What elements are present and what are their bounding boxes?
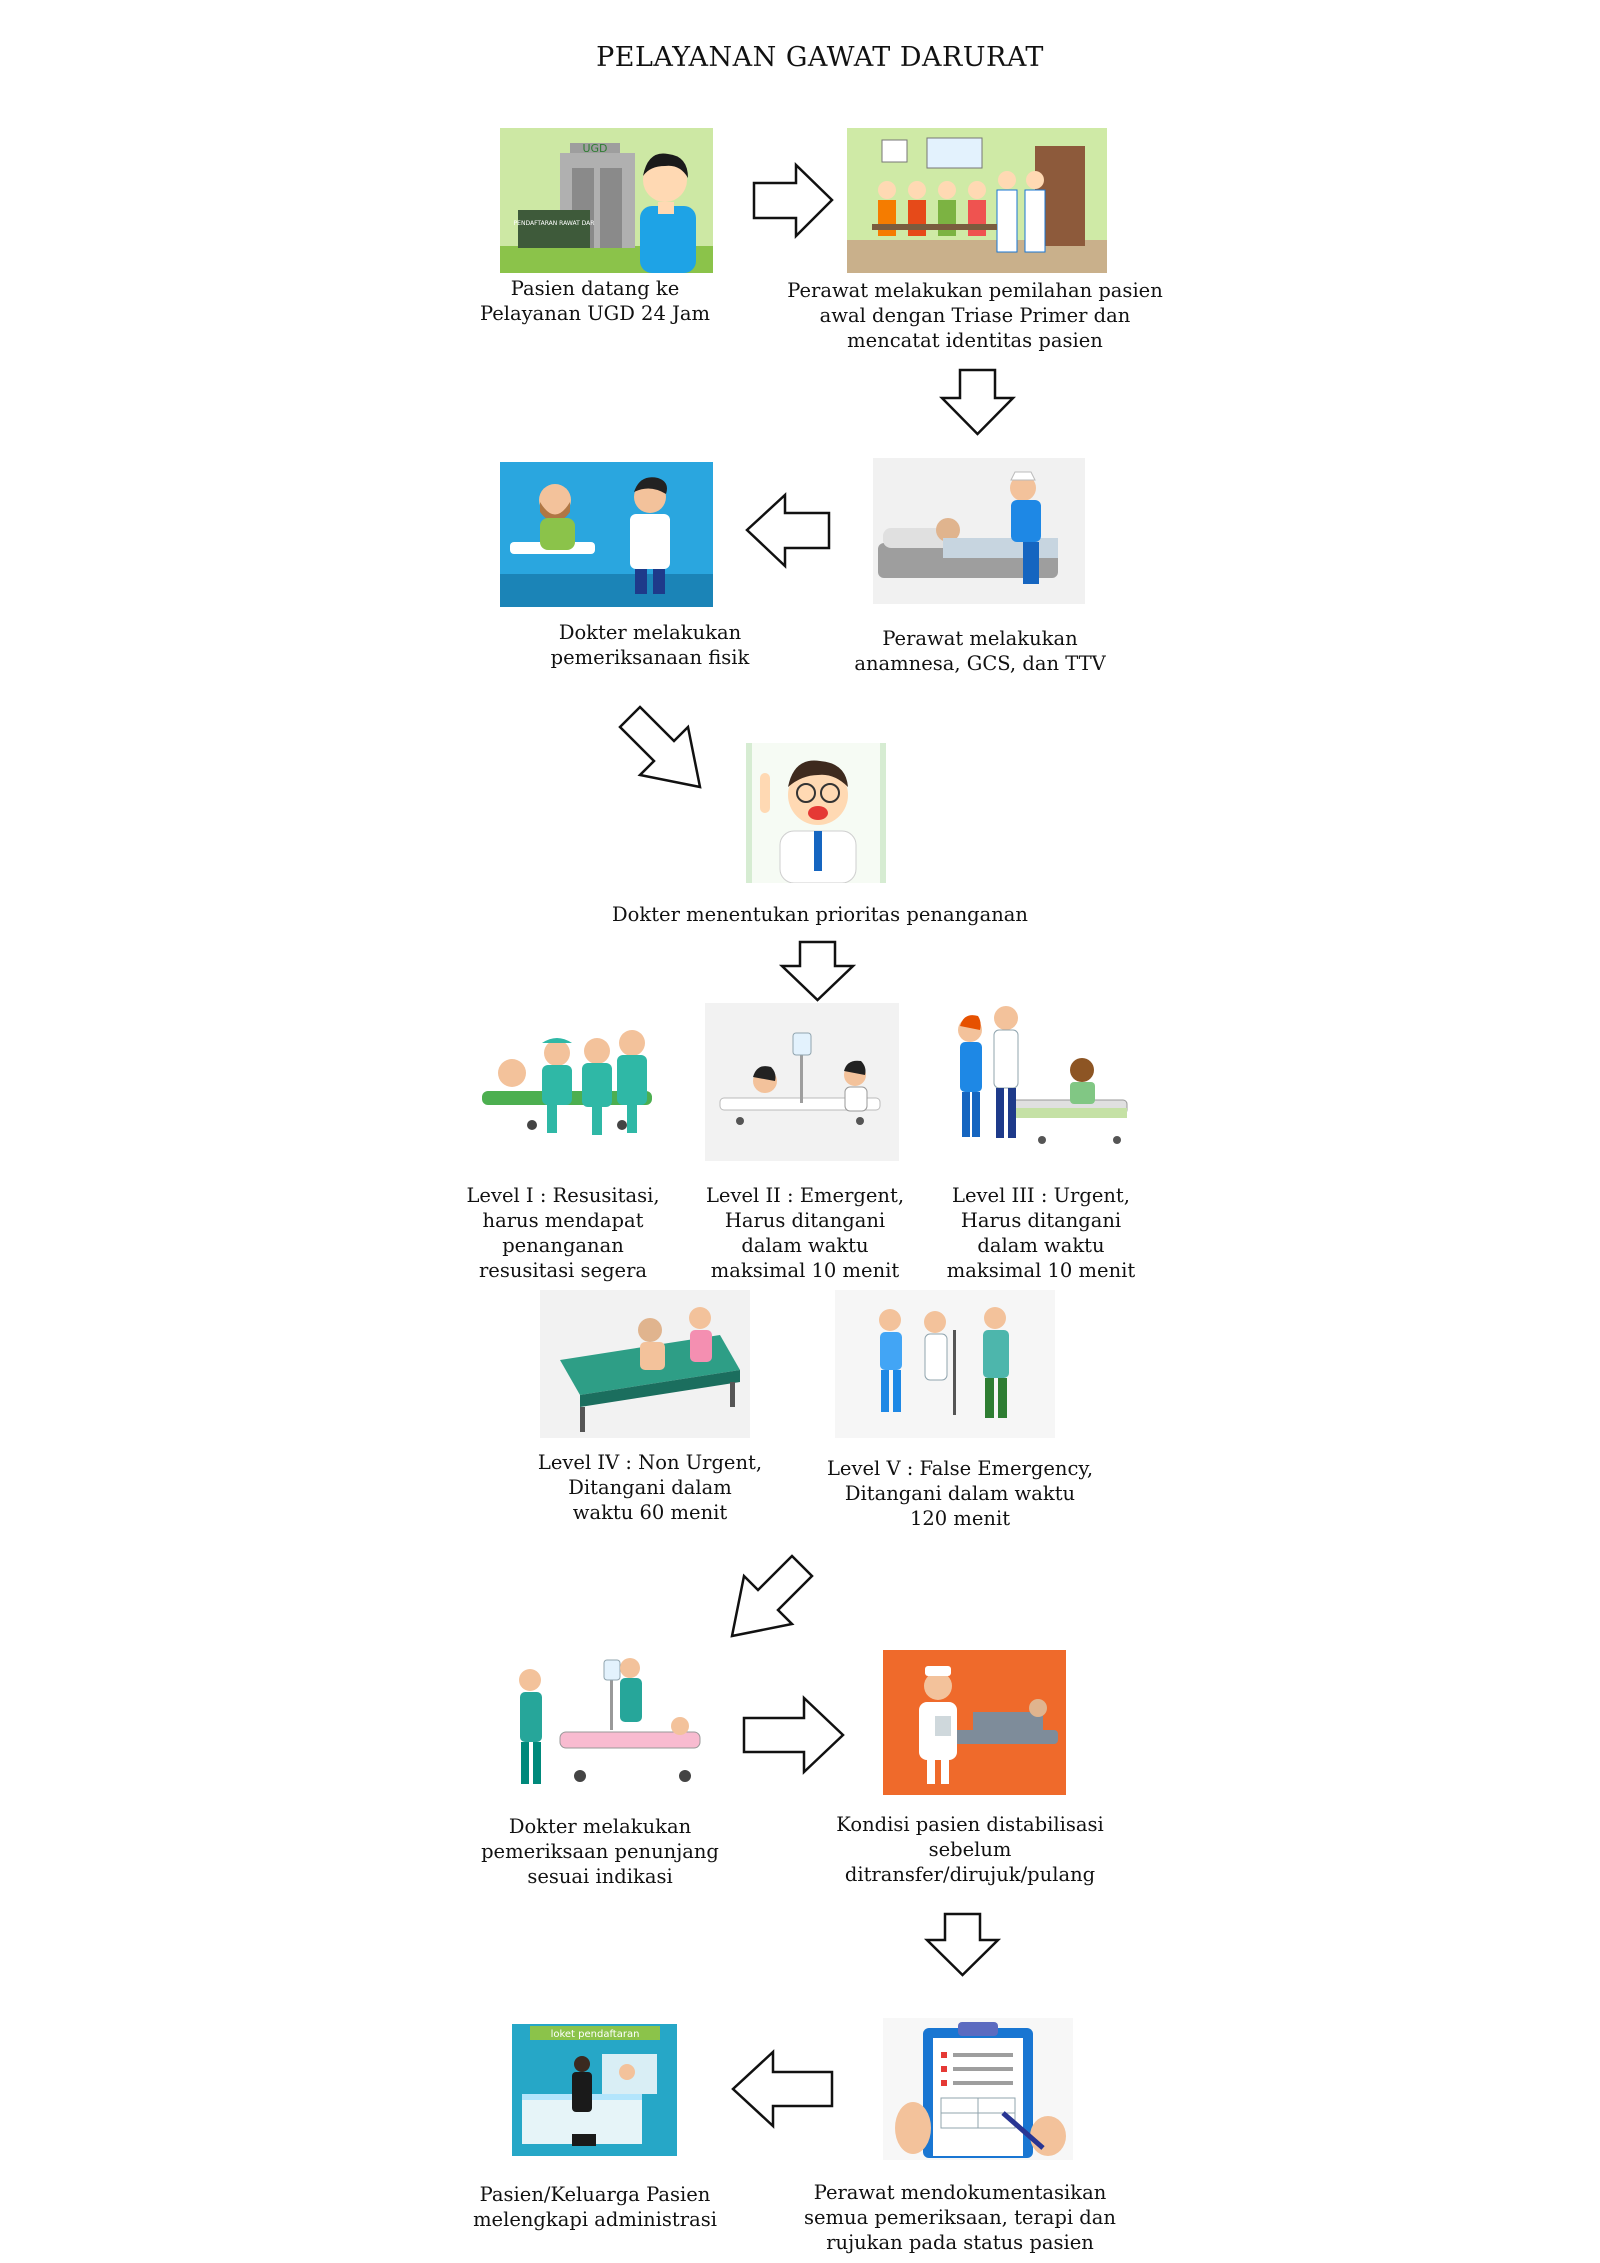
step-ugd-caption: Pasien datang ke Pelayanan UGD 24 Jam xyxy=(479,277,711,325)
step-admin-caption: Pasien/Keluarga Pasien melengkapi admini… xyxy=(473,2183,717,2231)
nurse-bedside-illustration xyxy=(873,458,1085,604)
clipboard-documentation-illustration xyxy=(883,2018,1073,2160)
loket-sign-text: loket pendaftaran xyxy=(551,2029,640,2040)
arrow-down-3 xyxy=(923,1912,1002,1977)
urgent-ward-illustration xyxy=(942,1000,1134,1162)
nurse-stabilization-illustration xyxy=(883,1650,1066,1795)
ugd-building-patient-illustration: UGD PENDAFTARAN RAWAT DAR xyxy=(500,128,713,273)
level-1-caption: Level I : Resusitasi, harus mendapat pen… xyxy=(466,1184,660,1282)
step-triage-caption: Perawat melakukan pemilahan pasien awal … xyxy=(787,279,1163,352)
step-document-caption: Perawat mendokumentasikan semua pemeriks… xyxy=(804,2181,1116,2254)
waiting-room-triage-illustration xyxy=(847,128,1107,273)
level-2-caption: Level II : Emergent, Harus ditangani dal… xyxy=(705,1184,905,1282)
step-exam-caption: Dokter melakukan pemeriksanaan fisik xyxy=(550,621,750,669)
emergent-care-illustration xyxy=(705,1003,899,1161)
doctor-exam-illustration xyxy=(500,462,713,607)
resuscitation-team-illustration xyxy=(472,1003,664,1165)
level-5-caption: Level V : False Emergency, Ditangani dal… xyxy=(826,1457,1094,1530)
stretcher-transport-illustration xyxy=(500,1650,704,1800)
doctor-pointing-illustration xyxy=(746,743,886,883)
non-urgent-bed-illustration xyxy=(540,1290,750,1438)
arrow-right-2 xyxy=(742,1695,845,1775)
ugd-sign-text: UGD xyxy=(582,142,607,155)
arrow-right-1 xyxy=(752,162,834,240)
level-3-caption: Level III : Urgent, Harus ditangani dala… xyxy=(946,1184,1136,1282)
arrow-diagonal-down-left xyxy=(726,1554,814,1642)
step-anamnesis-caption: Perawat melakukan anamnesa, GCS, dan TTV xyxy=(854,627,1106,675)
arrow-diagonal-down-right xyxy=(618,705,706,793)
arrow-left-1 xyxy=(745,492,831,569)
walking-patient-illustration xyxy=(835,1290,1055,1438)
step-priority-caption: Dokter menentukan prioritas penanganan xyxy=(612,903,1028,926)
arrow-down-2 xyxy=(778,940,857,1002)
page-title: PELAYANAN GAWAT DARURAT xyxy=(596,42,1044,73)
desk-sign-text: PENDAFTARAN RAWAT DAR xyxy=(514,220,595,227)
level-4-caption: Level IV : Non Urgent, Ditangani dalam w… xyxy=(537,1451,763,1524)
arrow-left-2 xyxy=(731,2049,834,2129)
step-support-caption: Dokter melakukan pemeriksaan penunjang s… xyxy=(481,1815,719,1888)
registration-desk-illustration: loket pendaftaran xyxy=(512,2024,677,2156)
step-stabilize-caption: Kondisi pasien distabilisasi sebelum dit… xyxy=(836,1813,1104,1886)
arrow-down-1 xyxy=(939,368,1016,436)
